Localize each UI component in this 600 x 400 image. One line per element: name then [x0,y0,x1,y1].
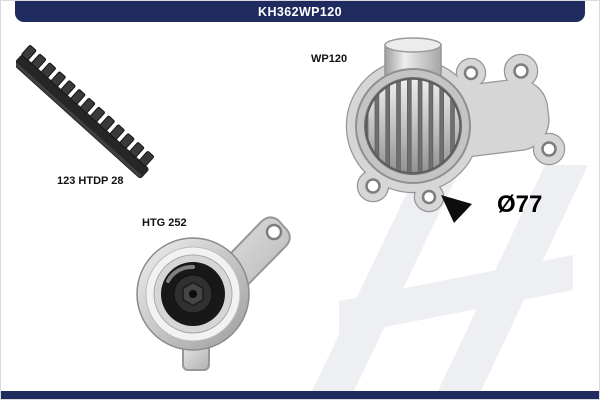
water-pump-label: WP120 [311,53,348,65]
tensioner-pulley-illustration [136,216,291,371]
part-number-banner: KH362WP120 [15,1,585,22]
timing-belt-illustration [16,45,154,179]
pump-impeller [355,68,471,184]
part-number-text: KH362WP120 [258,4,342,19]
footer-bar [1,391,599,399]
belt-label: 123 HTDP 28 [57,175,124,187]
belt-strip [16,45,154,179]
water-pump-illustration [345,37,566,213]
tensioner-pulley [136,237,250,351]
diameter-label: Ø77 [497,191,543,218]
tensioner-label: HTG 252 [142,217,187,229]
